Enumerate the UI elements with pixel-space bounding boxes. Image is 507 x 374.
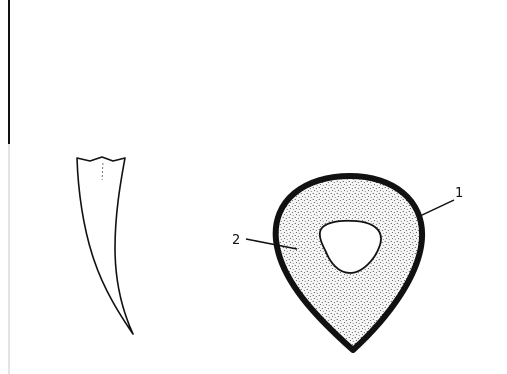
label-1-leader (420, 200, 454, 216)
fang-outline (77, 157, 133, 334)
cross-section (276, 176, 422, 350)
label-2: 2 (232, 233, 240, 248)
label-1: 1 (455, 186, 463, 201)
